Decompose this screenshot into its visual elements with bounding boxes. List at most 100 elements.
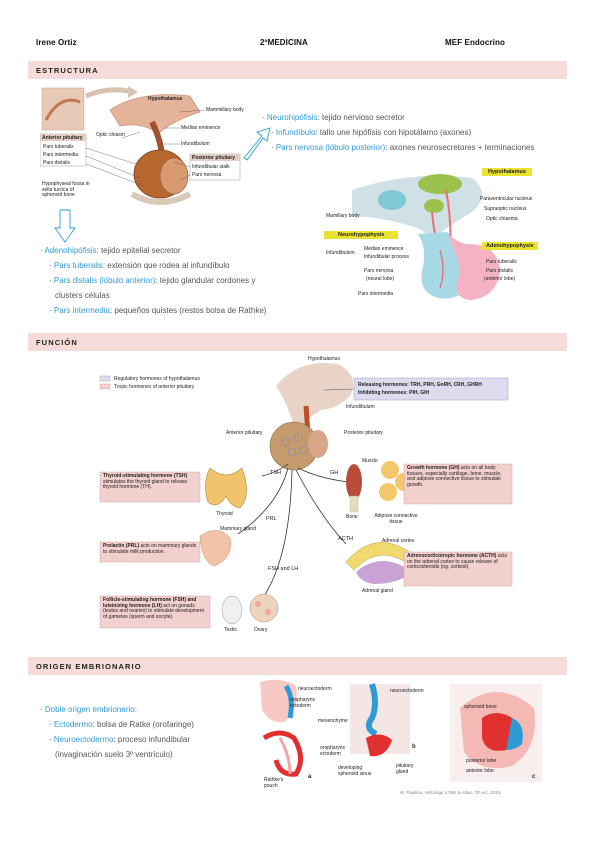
func-posterior-pituitary-label: Posterior pituitary xyxy=(344,430,383,436)
neuroecto-desc: : proceso infundibular xyxy=(113,735,190,744)
fig1-anterior-pituitary-label: Anterior pituitary xyxy=(42,135,83,141)
prl-box: Prolactin (PRL) acts on mammary glands t… xyxy=(103,543,199,555)
adrenal-gland-label: Adrenal gland xyxy=(362,588,393,594)
pituitary-function-figure: Regulatory hormones of hypothalamus Trop… xyxy=(98,356,518,646)
bone-label: Bone xyxy=(346,514,358,520)
tsh-box: Thyroid-stimulating hormone (TSH) stimul… xyxy=(103,473,199,491)
ovary-label: Ovary xyxy=(254,627,268,633)
neuro-line: · Neurohipófisis: tejido nervioso secret… xyxy=(262,113,405,122)
doble-title: Doble origen embrionario: xyxy=(44,705,137,714)
adrenal-cortex-label: Adrenal cortex xyxy=(382,538,415,544)
section-estructura-bar: ESTRUCTURA xyxy=(28,61,567,79)
acth-box-desc: acts on the adrenal cortex to cause rele… xyxy=(407,553,508,570)
fig2-infund-process-label: Infundibular process xyxy=(364,254,410,260)
pituitary-anatomy-figure: Hypothalamus Mammillary body Median emin… xyxy=(39,82,260,212)
emb-credit-label: W. Pawlina, Histology a Text & Atlas, 7t… xyxy=(400,790,501,795)
embryo-development-figure: neuroectoderm oropharynx ectoderm mesenc… xyxy=(250,678,550,800)
section-origen-bar: ORIGEN EMBRIONARIO xyxy=(28,657,567,675)
func-gh-label: GH xyxy=(330,470,339,476)
tsh-box-title: Thyroid-stimulating hormone (TSH) xyxy=(103,473,188,479)
fig1-hypothalamus-label: Hypothalamus xyxy=(148,96,183,102)
doble-line: · Doble origen embrionario: xyxy=(40,705,137,714)
arrow-to-neurohipofisis-icon xyxy=(243,127,271,161)
fig1-infundibulum-label: Infundibulum xyxy=(181,141,210,147)
thyroid-label: Thyroid xyxy=(216,511,233,517)
intermedia-line: · Pars intermedia: pequeños quistes (res… xyxy=(49,306,267,315)
func-fsh-lh-label: FSH and LH xyxy=(268,566,299,572)
course-name: 2ºMEDICINA xyxy=(260,38,308,47)
fig1-pars-distalis-label: Pars distalis xyxy=(43,160,70,166)
fig2-pars-distalis-label: Pars distalis xyxy=(486,268,513,274)
neuro-title: Neurohipófisis xyxy=(266,113,318,122)
fig1-fossa-label: Hypophyseal fossa in sella turcica of sp… xyxy=(42,181,90,198)
neuroecto-title: Neuroectodermo xyxy=(53,735,114,744)
fig1-median-label: Median eminence xyxy=(181,125,221,131)
fig2-optic-label: Optic chiasma xyxy=(486,216,518,222)
fig2-anterior-lobe-label: (anterior lobe) xyxy=(484,276,516,282)
origen-text: · Doble origen embrionario: · Ectodermo:… xyxy=(40,702,240,762)
tuberalis-desc: : extensión que rodea al infundíbulo xyxy=(102,261,230,270)
muscle-label: Muscle xyxy=(362,458,378,464)
ecto-line: · Ectodermo: bolsa de Ratke (orofaringe) xyxy=(49,720,194,729)
neuro-desc: : tejido nervioso secretor xyxy=(317,113,405,122)
fsh-box-desc: act on gonads (testes and ovaries) to st… xyxy=(103,602,204,620)
section-origen-title: ORIGEN EMBRIONARIO xyxy=(36,662,142,671)
section-funcion-bar: FUNCIÓN xyxy=(28,333,567,351)
func-releasing-label: Releasing hormones: TRH, PRH, GnRH, CRH,… xyxy=(358,382,482,388)
emb-neuroectoderm2-label: neuroectoderm xyxy=(390,688,424,694)
fig1-posterior-pituitary-label: Posterior pituitary xyxy=(192,155,236,161)
fig2-neurohypophysis-tag: Neurohypophysis xyxy=(324,231,399,239)
fig2-adenohypophysis-tag: Adenohypophysis xyxy=(482,242,538,250)
emb-mesenchyme-label: mesenchyme xyxy=(318,718,348,724)
gh-box: Growth hormone (GH) acts on all body tis… xyxy=(407,465,511,488)
emb-oropharynx2-label: oropharynx ectoderm xyxy=(320,745,346,757)
acth-box: Adrenocorticotropic hormone (ACTH) acts … xyxy=(407,553,511,571)
section-funcion-title: FUNCIÓN xyxy=(36,338,78,347)
author-name: Irene Ortiz xyxy=(36,38,77,47)
pituitary-schematic-figure: Hypothalamus Paraventricular nucleus Sup… xyxy=(322,160,567,305)
fig2-paraventricular-label: Paraventricular nucleus xyxy=(480,196,533,202)
adeno-title: Adenohipófisis xyxy=(44,246,97,255)
fig2-pars-nervosa-label: Pars nervosa xyxy=(364,268,394,274)
infundibulo-line: · Infundíbulo: tallo une hipófisis con h… xyxy=(271,128,472,137)
distalis-title: Pars distalis (lóbulo anterior) xyxy=(53,276,156,285)
emb-c-label: c xyxy=(532,774,536,780)
intermedia-title: Pars intermedia xyxy=(53,306,110,315)
legend-tropic: Tropic hormones of anterior pituitary xyxy=(114,384,195,390)
func-tsh-label: TSH xyxy=(270,470,281,476)
section-estructura-title: ESTRUCTURA xyxy=(36,66,99,75)
infundibulo-desc: : tallo une hipófisis con hipotálamo (ax… xyxy=(315,128,472,137)
distalis-desc: : tejido glandular cordones y xyxy=(155,276,256,285)
fig2-hypothalamus-tag: Hypothalamus xyxy=(482,168,532,176)
emb-a-label: a xyxy=(308,774,312,780)
neuroecto-line: · Neuroectodermo: proceso infundibular xyxy=(49,735,190,744)
prl-box-title: Prolactin (PRL) xyxy=(103,543,140,549)
fig2-median-label: Median eminence xyxy=(364,246,404,252)
fig1-optic-label: Optic chiasm xyxy=(96,132,125,138)
fig2-supraoptic-label: Supraoptic nucleus xyxy=(484,206,527,212)
pars-nervosa-line: · Pars nervosa (lóbulo posterior): axone… xyxy=(271,143,535,152)
fig1-mammillary-label: Mammillary body xyxy=(206,107,244,113)
intermedia-desc: : pequeños quistes (restos bolsa de Rath… xyxy=(109,306,267,315)
fig1-pars-intermedia-label: Pars intermedia xyxy=(43,152,79,158)
prl-box-desc: acts on mammary glands to stimulate milk… xyxy=(103,543,197,555)
emb-pituitary-label: pituitary gland xyxy=(396,763,414,775)
fig2-pars-tuberalis-label: Pars tuberalis xyxy=(486,259,517,265)
fig1-infundibular-stalk-label: Infundibular stalk xyxy=(192,164,230,170)
fig2-infundibulum-label: Infundibulum xyxy=(326,250,355,256)
fig1-pars-tuberalis-label: Pars tuberalis xyxy=(43,144,74,150)
neurohipofisis-text: · Neurohipófisis: tejido nervioso secret… xyxy=(262,110,572,155)
func-infundibulum-label: Infundibulum xyxy=(346,404,375,410)
arrow-to-adenohipofisis-icon xyxy=(54,209,76,243)
emb-posterior-lobe-label: posterior lobe xyxy=(466,758,497,764)
emb-oropharynx-label: oropharynx ectoderm xyxy=(290,697,316,709)
fig2-neural-lobe-label: (neural lobe) xyxy=(366,276,395,282)
tuberalis-line: · Pars tuberalis: extensión que rodea al… xyxy=(49,261,230,270)
testis-label: Testis xyxy=(224,627,237,633)
emb-b-label: b xyxy=(412,744,416,750)
fig1-pars-nervosa-label: Pars nervosa xyxy=(192,172,222,178)
gh-box-title: Growth hormone (GH) xyxy=(407,465,460,471)
acth-box-title: Adrenocorticotropic hormone (ACTH) xyxy=(407,553,497,559)
tuberalis-title: Pars tuberalis xyxy=(53,261,103,270)
mammary-label: Mammary gland xyxy=(220,526,256,532)
